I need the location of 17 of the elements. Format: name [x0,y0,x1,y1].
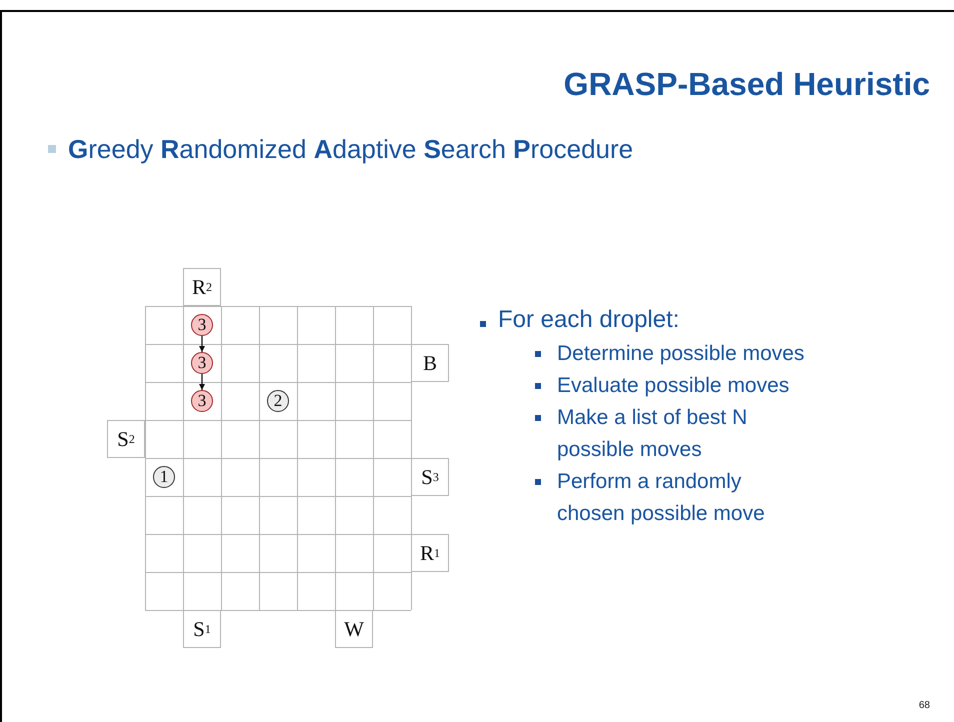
subtitle-text: Greedy Randomized Adaptive Search Procedure [68,134,634,165]
droplet-circle: 3 [191,314,213,336]
arrow [199,336,205,352]
bullet-text: For each droplet: [498,306,680,333]
droplet-circle: 3 [191,390,213,412]
droplet-circle: 3 [191,352,213,374]
bullet-text: Make a list of best N possible moves [557,406,748,461]
droplet-circle: 1 [153,466,175,488]
port-cell: W [335,610,373,648]
bullet-text: Perform a randomly chosen possible move [557,470,765,525]
arrow [199,374,205,390]
slide-title: GRASP-Based Heuristic [564,66,930,103]
bullet-text: Evaluate possible moves [557,374,790,397]
page-number: 68 [918,700,930,711]
port-cell: B [411,344,449,382]
droplet-circle: 2 [267,390,289,412]
bullet-text: Determine possible moves [557,342,804,365]
